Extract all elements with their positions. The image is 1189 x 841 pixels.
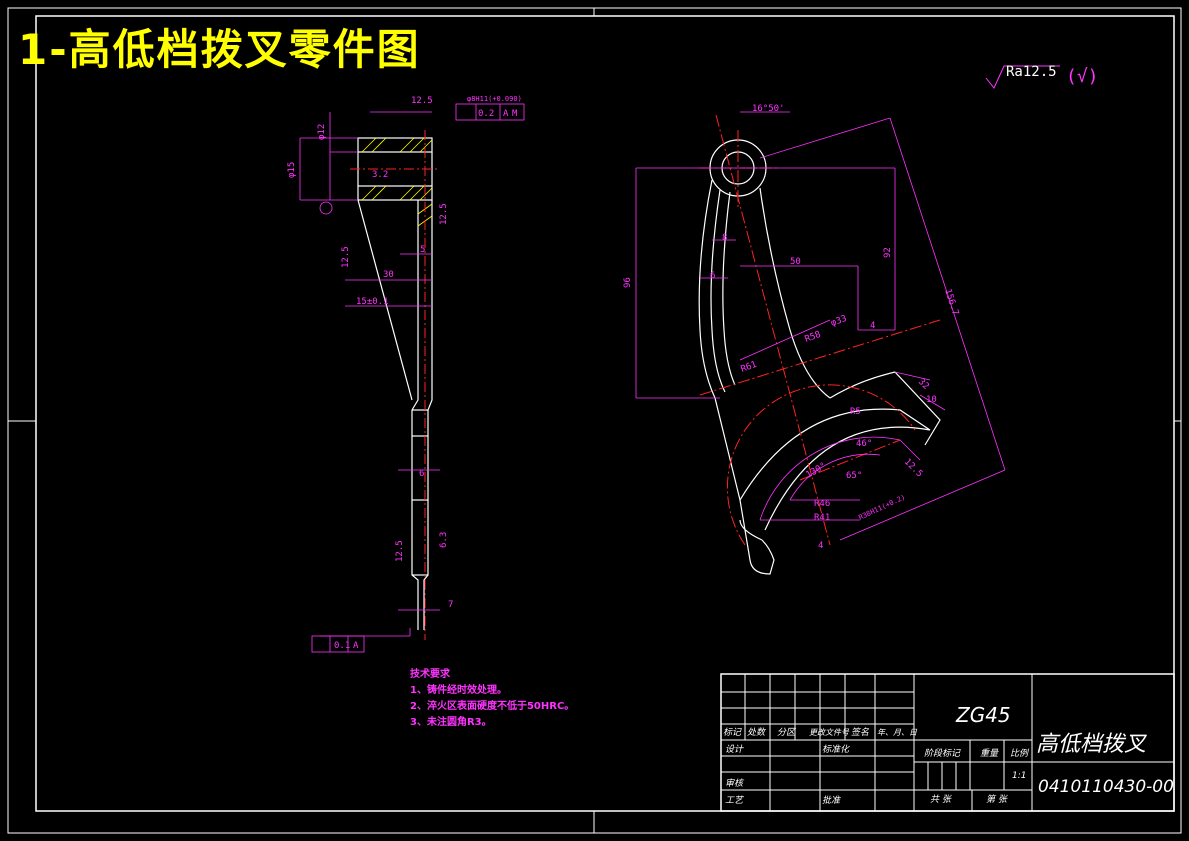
tb-stage-2: 比例	[1010, 748, 1030, 759]
dim-main-4: 96	[623, 277, 633, 288]
tb-header-5: 年、月、日	[877, 728, 918, 737]
tb-stage-0: 阶段标记	[924, 748, 961, 759]
dim-main-3: 50	[790, 257, 801, 267]
tb-row-1: 标准化	[822, 744, 850, 755]
dim-left-2: 0.2	[478, 109, 494, 119]
dim-main-2: 6	[710, 271, 715, 281]
surface-roughness-other: (√)	[1066, 66, 1099, 87]
dim-main-7: R61	[740, 360, 759, 375]
left-dimension-lines	[299, 103, 525, 653]
part-name: 高低档拨叉	[1036, 732, 1147, 757]
dim-left-0: 12.5	[411, 96, 433, 106]
tb-row-3: 工艺	[725, 795, 745, 806]
dim-left-1: φ8H11(+0.090)	[467, 95, 522, 103]
dim-left-17: 0.1	[334, 641, 350, 651]
roughness-symbol	[985, 65, 1060, 89]
hatch-pattern	[361, 137, 433, 227]
tb-scale: 1:1	[1012, 771, 1026, 781]
title-block-lines	[720, 673, 1175, 812]
dim-main-12: 10	[926, 395, 937, 405]
main-view: 16°50' 8 6 50 96 92 R58 R61 φ33 4 156.7 …	[623, 104, 1006, 575]
dim-main-15: 65°	[846, 471, 862, 481]
drawing-number: 0410110430-00	[1038, 777, 1174, 797]
dim-left-12: 15±0.1	[356, 297, 389, 307]
headline-title: 1-高低档拨叉零件图	[18, 25, 421, 74]
left-section-view: 12.5 φ8H11(+0.090) 0.2 A M φ15 φ12 3.2 1…	[287, 95, 525, 653]
dim-main-21: 4	[818, 541, 823, 551]
dim-main-20: R38H11(+0.2)	[857, 493, 906, 522]
dim-left-5: φ15	[287, 162, 297, 178]
tech-item-3: 3、未注圆角R3。	[410, 717, 492, 728]
dim-left-13: 6	[419, 469, 424, 479]
main-dimension-lines	[635, 111, 1006, 541]
dim-left-7: 3.2	[372, 170, 388, 180]
dim-left-9: 12.5	[341, 246, 351, 268]
tb-header-1: 处数	[747, 727, 766, 738]
tb-row-4: 批准	[822, 795, 841, 806]
tech-title: 技术要求	[410, 669, 450, 680]
tb-sheet-0: 共 张	[930, 794, 953, 805]
dim-left-4: M	[512, 109, 518, 119]
dim-left-8: 12.5	[439, 203, 449, 225]
dim-main-8: φ33	[830, 314, 849, 329]
dim-main-13: R5	[850, 407, 861, 417]
dim-main-17: 12.5	[902, 457, 924, 479]
dim-left-18: A	[353, 641, 359, 651]
dim-left-6: φ12	[317, 124, 327, 140]
dim-main-10: 156.7	[942, 288, 960, 317]
tb-sheet-1: 第 张	[986, 794, 1009, 805]
tb-row-0: 设计	[725, 744, 744, 755]
dim-left-14: 12.5	[395, 540, 405, 562]
dim-main-14: 46°	[856, 439, 872, 449]
dim-left-16: 7	[448, 600, 453, 610]
dim-main-9: 4	[870, 321, 875, 331]
tech-item-2: 2、淬火区表面硬度不低于50HRC。	[410, 701, 575, 712]
tb-header-2: 分区	[777, 727, 797, 738]
dim-main-0: 16°50'	[752, 104, 785, 114]
tech-item-1: 1、铸件经时效处理。	[410, 685, 507, 696]
dim-main-1: 8	[722, 233, 727, 243]
dim-left-3: A	[503, 109, 509, 119]
corner-marks	[35, 15, 1175, 812]
technical-requirements: 技术要求 1、铸件经时效处理。 2、淬火区表面硬度不低于50HRC。 3、未注圆…	[410, 667, 574, 731]
surface-roughness-text: Ra12.5	[1006, 64, 1057, 80]
tb-header-3: 更改文件号	[809, 728, 850, 737]
material: ZG45	[955, 703, 1011, 727]
tb-header-4: 签名	[851, 727, 870, 738]
dim-left-11: 30	[383, 270, 394, 280]
tb-stage-1: 重量	[980, 748, 999, 759]
dim-main-18: R46	[814, 499, 830, 509]
sheet-frame	[7, 7, 1182, 834]
tb-row-2: 审核	[725, 778, 745, 789]
dim-main-5: 92	[883, 247, 893, 258]
dim-main-6: R58	[804, 330, 823, 345]
centerlines	[699, 114, 941, 546]
dim-left-15: 6.3	[439, 532, 449, 548]
tb-header-0: 标记	[723, 727, 742, 738]
dim-main-19: R41	[814, 513, 830, 523]
dim-left-10: 5	[420, 245, 425, 255]
